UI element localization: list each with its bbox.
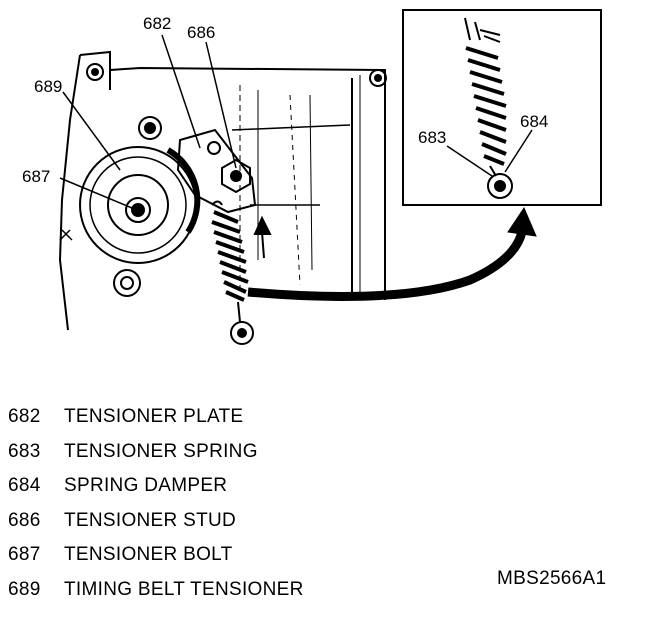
engine-housing xyxy=(58,50,387,331)
figure-code: MBS2566A1 xyxy=(497,568,607,589)
callout-683: 683 xyxy=(418,128,446,147)
legend-name: TENSIONER SPRING xyxy=(64,440,258,462)
tensioner-stud xyxy=(207,141,251,194)
parts-legend: 682 TENSIONER PLATE 683 TENSIONER SPRING… xyxy=(8,400,468,607)
callout-684: 684 xyxy=(520,112,548,131)
spring-detail xyxy=(464,17,513,199)
legend-name: TENSIONER STUD xyxy=(64,509,237,531)
legend-number: 683 xyxy=(8,440,41,462)
legend-number: 687 xyxy=(8,544,41,566)
legend-name: TENSIONER BOLT xyxy=(64,544,233,566)
tensioner-diagram: 682 686 689 687 683 684 xyxy=(22,9,602,345)
legend-row: 684 SPRING DAMPER xyxy=(8,469,468,504)
tensioner-bolt xyxy=(125,197,151,223)
legend-name: TIMING BELT TENSIONER xyxy=(64,578,304,600)
legend-row: 689 TIMING BELT TENSIONER xyxy=(8,573,468,608)
timing-belt-tensioner xyxy=(79,146,201,264)
legend-name: SPRING DAMPER xyxy=(64,475,228,497)
leader-lines xyxy=(59,34,533,209)
detail-inset-box xyxy=(402,9,602,206)
callout-686: 686 xyxy=(187,23,215,42)
legend-name: TENSIONER PLATE xyxy=(64,406,244,428)
legend-number: 684 xyxy=(8,475,41,497)
callout-682: 682 xyxy=(143,14,171,33)
legend-row: 687 TENSIONER BOLT xyxy=(8,538,468,573)
legend-row: 686 TENSIONER STUD xyxy=(8,504,468,539)
connector-arrow xyxy=(247,206,537,301)
tensioner-plate xyxy=(176,128,257,214)
callout-687: 687 xyxy=(22,167,50,186)
legend-number: 689 xyxy=(8,578,41,600)
legend-number: 686 xyxy=(8,509,41,531)
callout-689: 689 xyxy=(34,77,62,96)
direction-arrow xyxy=(253,215,272,259)
tensioner-spring-main xyxy=(211,200,254,345)
legend-row: 682 TENSIONER PLATE xyxy=(8,400,468,435)
legend-row: 683 TENSIONER SPRING xyxy=(8,435,468,470)
legend-number: 682 xyxy=(8,406,41,428)
